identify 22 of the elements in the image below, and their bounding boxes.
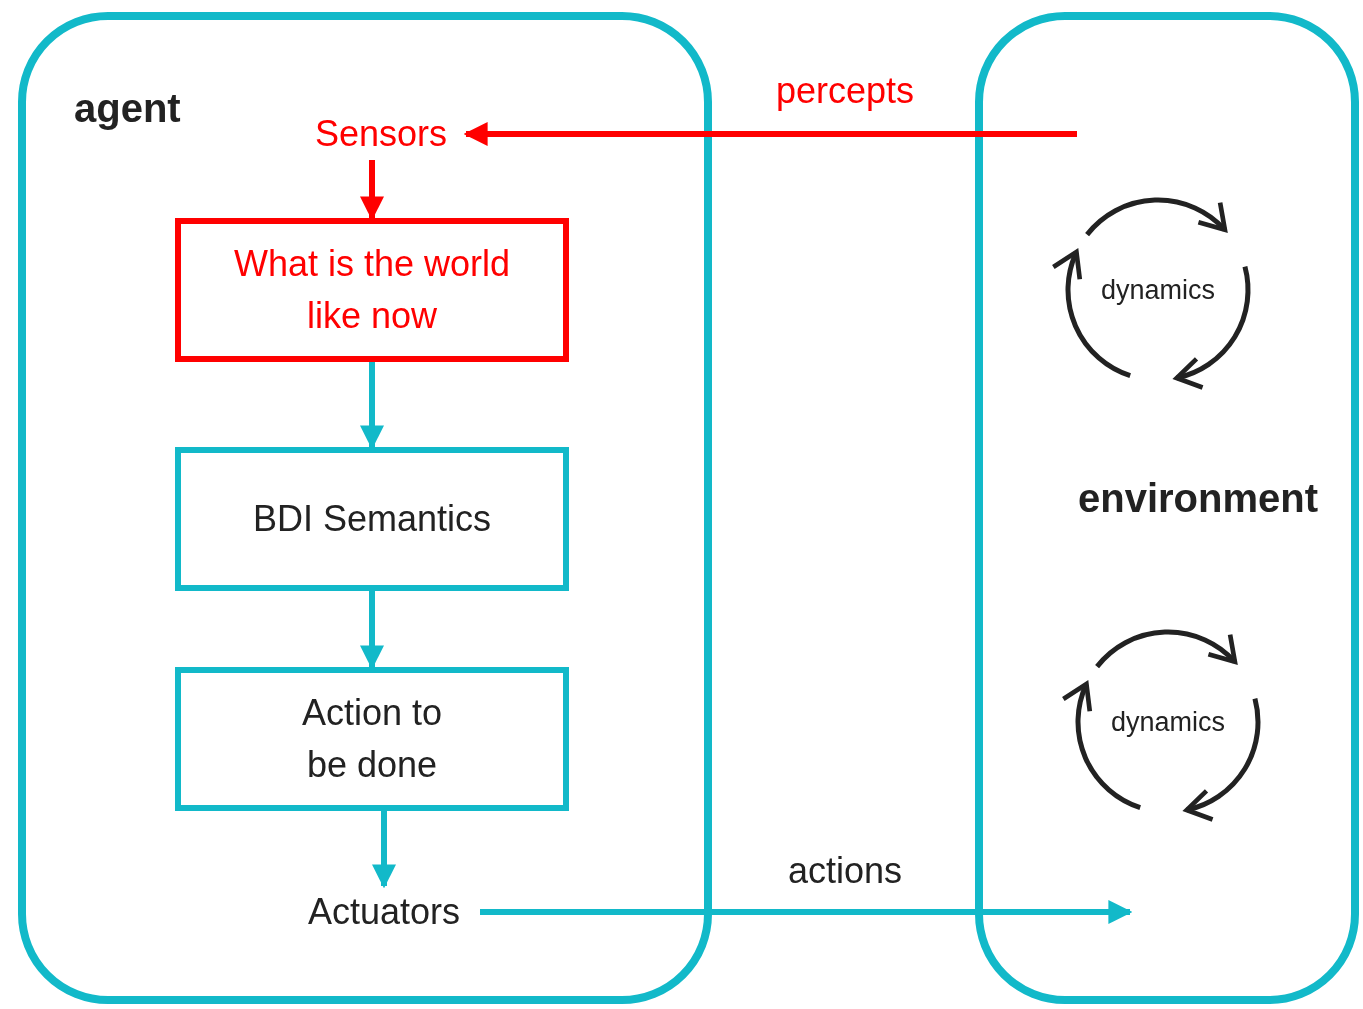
component-label: Actuators: [288, 886, 480, 938]
arrow: [360, 362, 384, 450]
edge-label: actions: [786, 850, 904, 892]
arrow: [372, 811, 396, 889]
process-box: [175, 218, 569, 362]
arrow: [463, 122, 1077, 146]
arrow: [360, 591, 384, 670]
box-label: Action to be done: [300, 691, 444, 787]
arrow: [360, 160, 384, 221]
panel-title: agent: [74, 86, 182, 131]
component-label: Sensors: [296, 108, 466, 160]
process-box: [175, 447, 569, 591]
container-panel: [18, 12, 712, 1004]
cycle-label: dynamics: [1101, 274, 1215, 306]
arrow: [480, 900, 1133, 924]
box-label: BDI Semantics: [252, 497, 492, 541]
panel-title: environment: [1076, 476, 1319, 521]
edge-label: percepts: [774, 70, 916, 112]
process-box: [175, 667, 569, 811]
container-panel: [975, 12, 1359, 1004]
box-label: What is the world like now: [232, 242, 512, 338]
cycle-label: dynamics: [1111, 706, 1225, 738]
